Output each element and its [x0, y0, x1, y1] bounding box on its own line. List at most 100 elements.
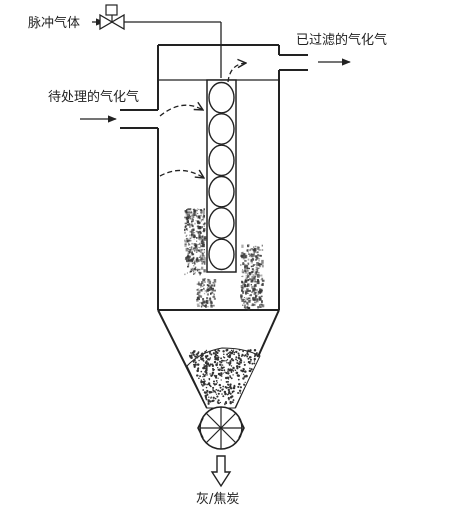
dust-particle [251, 268, 254, 271]
ash-dot [203, 364, 205, 366]
dust-particle [199, 251, 201, 253]
dust-particle [200, 209, 203, 212]
ash-dot [249, 358, 252, 361]
dust-particle [209, 298, 212, 300]
dust-particle [247, 275, 249, 278]
dust-particle [254, 245, 257, 247]
dust-particle [243, 298, 245, 300]
ash-dot [219, 368, 221, 370]
dust-particle [199, 217, 201, 220]
dust-particle [201, 236, 203, 238]
dust-particle [243, 269, 247, 273]
dust-particle [248, 294, 252, 297]
dust-particle [248, 299, 251, 303]
ash-dot [208, 364, 211, 367]
dust-particle [246, 266, 248, 268]
dust-particle [240, 285, 244, 288]
dust-particle [250, 253, 253, 258]
dust-particle [256, 262, 259, 266]
dust-particle [201, 266, 204, 270]
dust-particle [256, 269, 259, 272]
ash-dot [229, 402, 232, 405]
ash-dot [249, 367, 251, 370]
dust-particle [198, 235, 200, 237]
ash-dot [235, 350, 238, 354]
dust-particle [185, 211, 189, 216]
ash-dot [206, 374, 208, 376]
filter-rings [208, 81, 235, 271]
dust-particle [194, 243, 197, 246]
ash-dot [215, 351, 218, 353]
dust-particle [198, 269, 200, 271]
ash-dot [203, 374, 206, 378]
dust-particle [251, 303, 254, 307]
dust-particle [191, 217, 194, 220]
ash-dot [223, 353, 225, 356]
dust-particle [244, 260, 247, 262]
dust-particle [198, 237, 201, 240]
ash-dot [253, 357, 256, 361]
dust-particle [199, 230, 202, 233]
dust-particle [199, 256, 201, 258]
ash-dot [230, 371, 233, 373]
dust-particle [190, 214, 193, 217]
dust-particle [253, 304, 256, 306]
dust-particle [202, 258, 205, 261]
ash-dot [216, 382, 218, 384]
dust-particle [244, 272, 247, 274]
dust-particle [247, 273, 249, 275]
dust-particle [188, 251, 191, 254]
dust-particle [201, 230, 204, 232]
dust-particle [194, 249, 196, 252]
dust-particle [254, 247, 257, 252]
ash-dot [256, 354, 260, 358]
dust-particle [201, 261, 203, 262]
dust-particle [211, 287, 214, 292]
dust-particle [202, 241, 205, 244]
ash-dot [214, 349, 217, 352]
dust-particle [202, 260, 204, 263]
dust-particle [246, 289, 248, 292]
dust-particle [259, 254, 262, 257]
dust-particle [207, 278, 209, 281]
dust-particle [188, 248, 190, 250]
dust-particle [209, 285, 212, 288]
dust-particle [255, 255, 259, 260]
dust-particle [250, 260, 253, 262]
dust-particle [213, 283, 216, 286]
dust-particle [258, 297, 262, 301]
dust-particle [254, 284, 256, 287]
dust-particle [253, 252, 255, 254]
dust-particle [251, 291, 253, 294]
ash-dot [192, 360, 195, 363]
dust-particle [247, 298, 249, 300]
dust-particle [200, 213, 202, 215]
dust-particle [191, 267, 194, 271]
dust-particle [257, 267, 260, 269]
dust-particle [194, 269, 196, 272]
ash-dot [253, 360, 256, 362]
ash-dot [205, 366, 208, 370]
ash-dot [212, 396, 215, 399]
dust-particle [202, 213, 205, 215]
dust-particle [194, 273, 196, 275]
ash-dot [208, 350, 212, 354]
dust-particle [206, 284, 209, 286]
ash-dot [229, 351, 232, 354]
dust-particle [191, 220, 193, 223]
dust-particle [203, 287, 205, 290]
dust-particle [244, 300, 246, 303]
dust-particle [203, 214, 205, 218]
dust-particle [205, 305, 207, 308]
dust-particle [189, 230, 191, 233]
dust-particle [250, 280, 253, 283]
dust-particle [201, 226, 203, 228]
dust-particle [246, 270, 249, 272]
dust-particle [241, 255, 244, 259]
dust-particle [200, 248, 203, 251]
ash-dot [214, 355, 217, 359]
dust-particle [196, 257, 199, 260]
dust-particle [201, 289, 203, 290]
dust-particle [251, 248, 253, 250]
dust-particle [243, 285, 246, 288]
